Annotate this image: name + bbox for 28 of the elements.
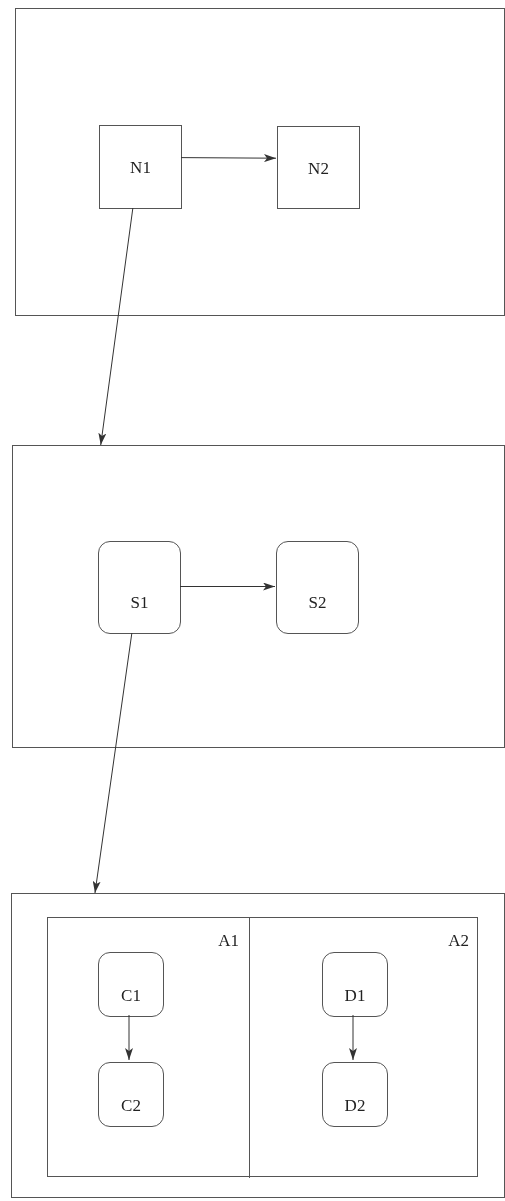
state-box	[98, 952, 164, 1017]
state-box	[322, 1062, 388, 1127]
node-label: C2	[121, 1096, 141, 1114]
node-label: S2	[308, 593, 327, 611]
arrow	[98, 207, 134, 446]
node-box	[277, 126, 360, 209]
state-box	[322, 952, 388, 1017]
node-label: S1	[130, 593, 149, 611]
arrow	[349, 1014, 357, 1061]
node-label: N2	[308, 159, 329, 176]
node-label: A1	[218, 932, 239, 949]
container-box	[12, 445, 505, 748]
node-label: A2	[448, 932, 469, 949]
node-label: C1	[121, 986, 141, 1004]
node-label: N1	[130, 158, 151, 176]
node-label: D2	[344, 1096, 366, 1114]
arrow	[92, 632, 133, 894]
container-box	[11, 893, 505, 1198]
node-label: D1	[344, 986, 366, 1004]
container-box	[15, 8, 505, 316]
state-box	[98, 541, 181, 634]
container-box	[47, 917, 478, 1177]
node-box	[99, 125, 182, 209]
state-box	[276, 541, 359, 634]
state-box	[98, 1062, 164, 1127]
arrow	[180, 154, 277, 163]
arrow	[125, 1014, 133, 1061]
arrow	[179, 582, 276, 591]
